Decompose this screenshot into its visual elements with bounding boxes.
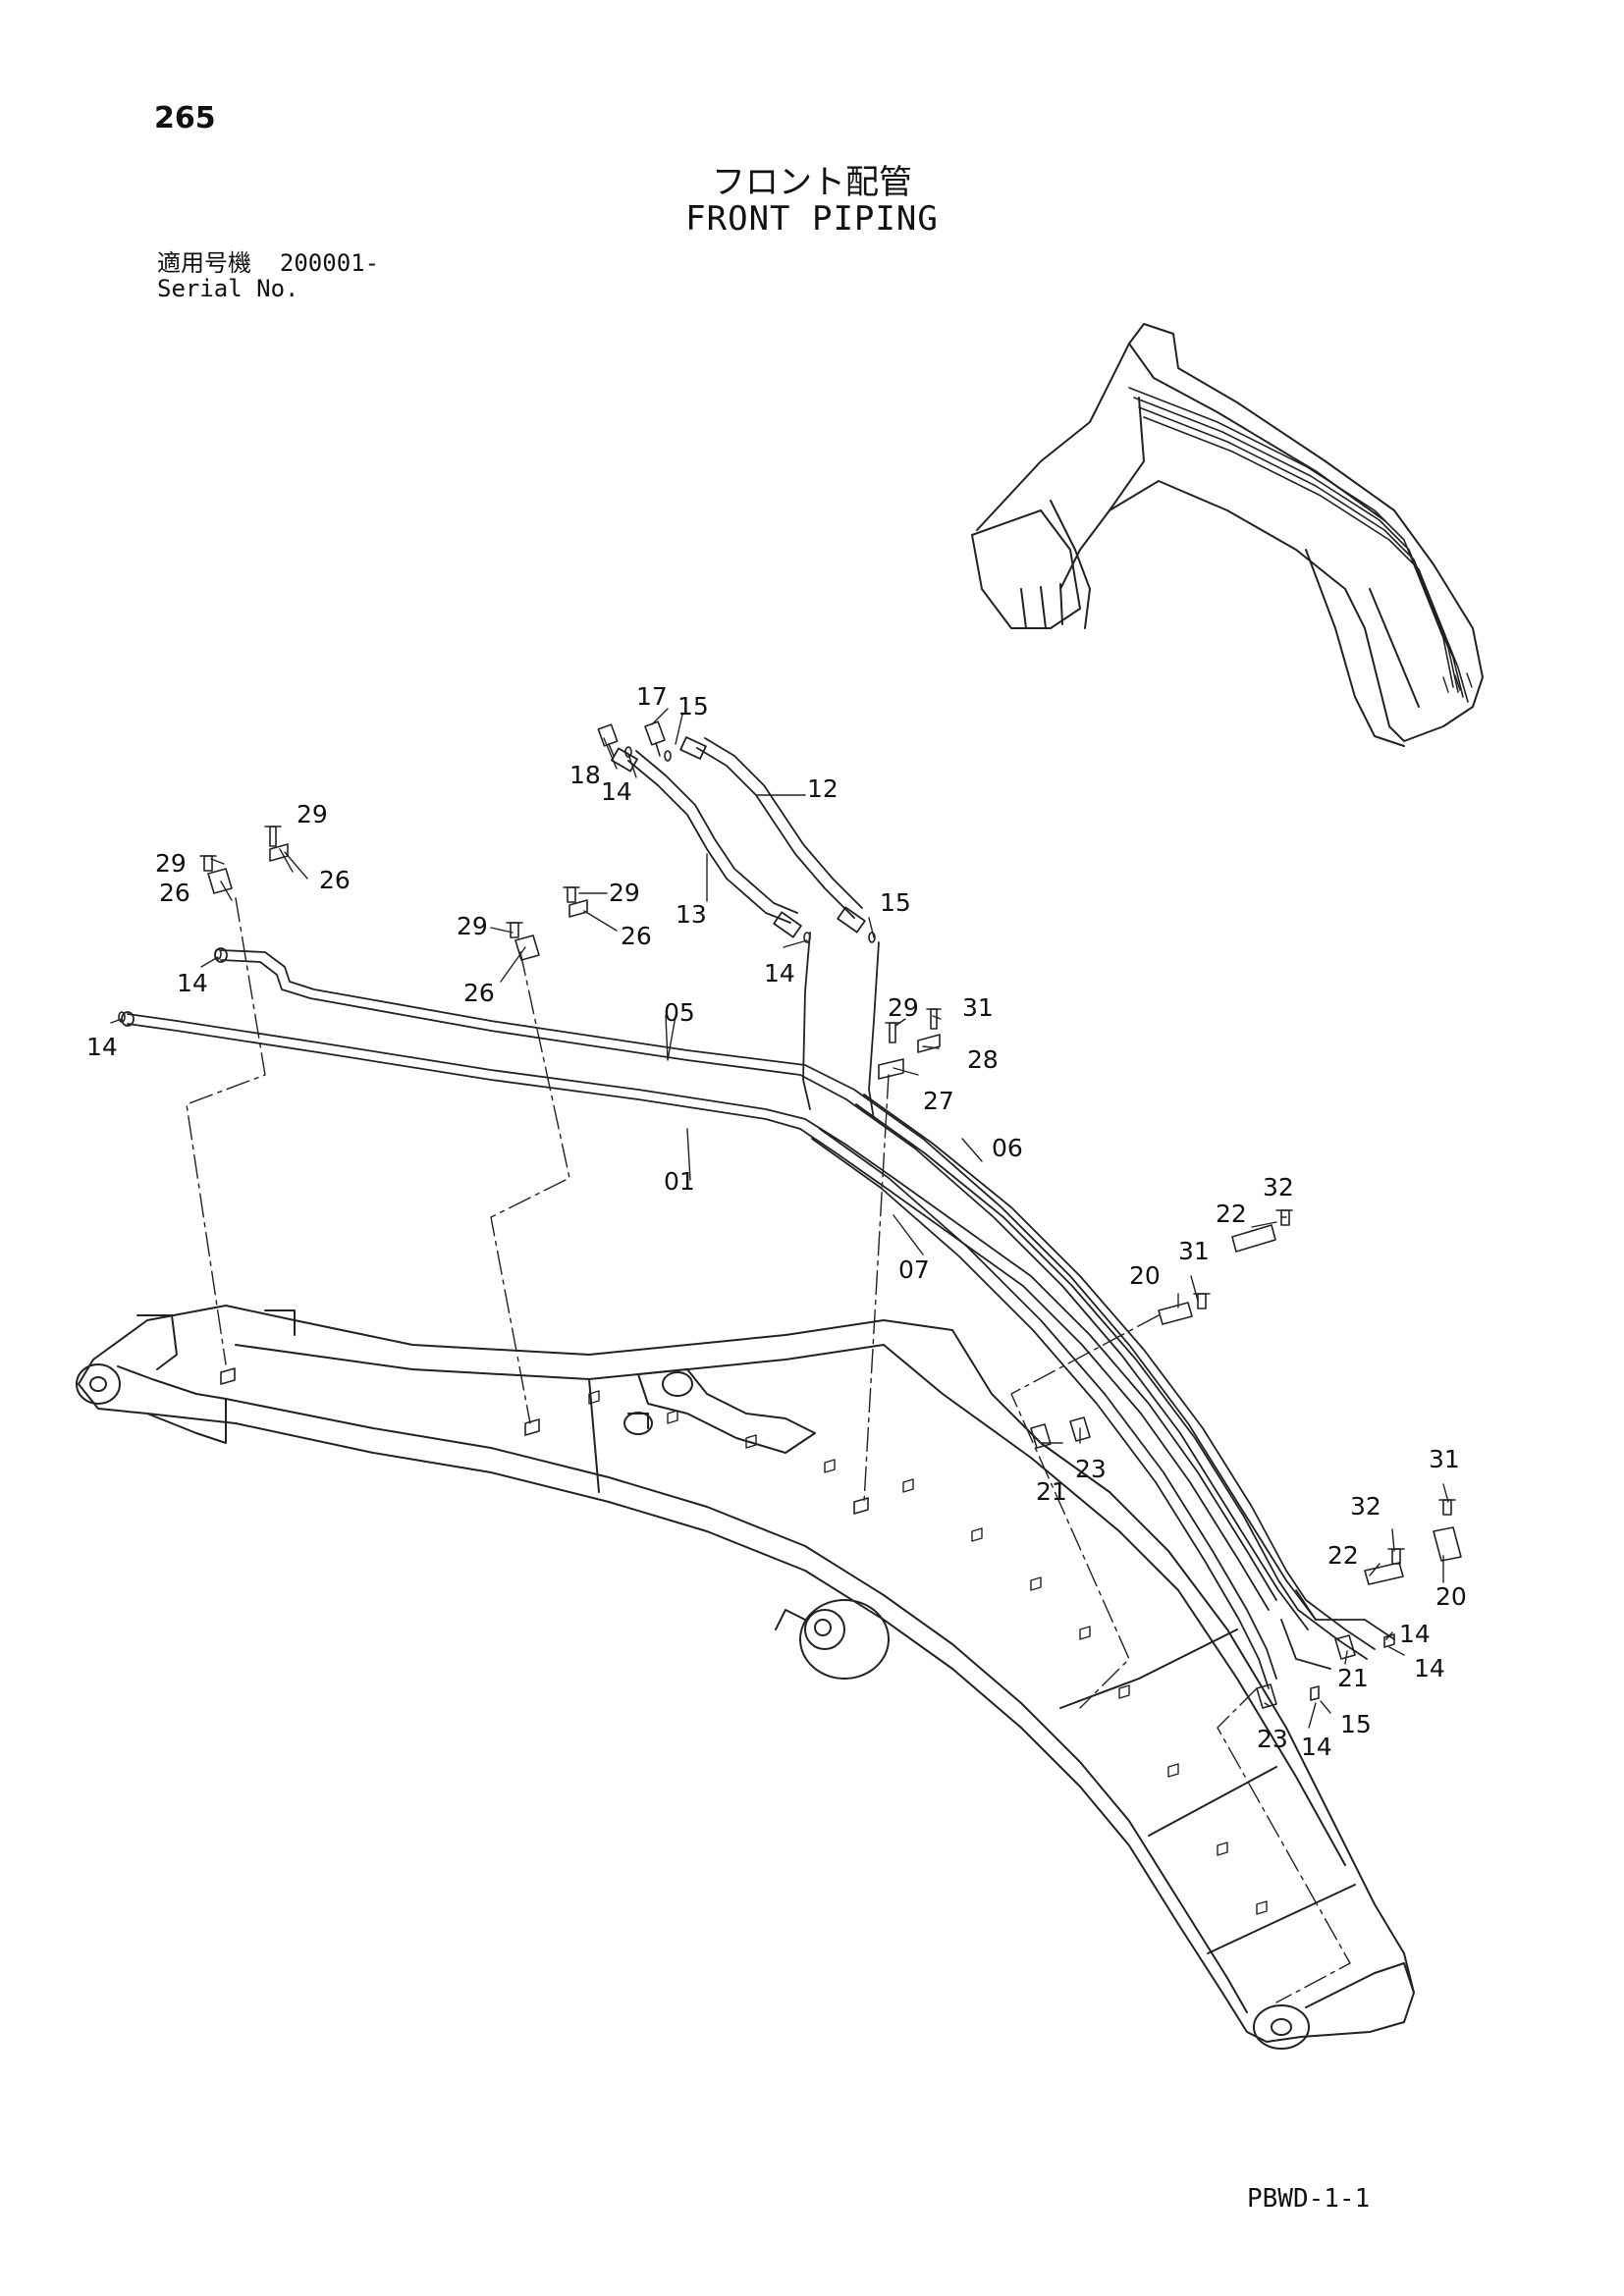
- callout-23: 23: [1257, 1725, 1288, 1753]
- serial-number-block: 適用号機 200001- Serial No.: [157, 250, 379, 301]
- pipe-06-07: [811, 1094, 1395, 1689]
- title-japanese: フロント配管: [712, 163, 912, 202]
- callout-29: 29: [457, 912, 488, 940]
- callout-20: 20: [1129, 1261, 1161, 1290]
- callout-14: 14: [86, 1033, 118, 1061]
- callout-14: 14: [1414, 1654, 1445, 1682]
- serial-row-jp: 適用号機 200001-: [157, 250, 379, 276]
- leader-lines: [110, 708, 1449, 1729]
- callout-29: 29: [609, 879, 640, 907]
- callout-27: 27: [923, 1087, 954, 1115]
- callout-26: 26: [319, 866, 351, 894]
- callout-29: 29: [888, 993, 919, 1022]
- callout-22: 22: [1216, 1200, 1247, 1228]
- callout-14: 14: [601, 777, 632, 806]
- clamps-27-28: [878, 1008, 942, 1080]
- callout-17: 17: [636, 682, 668, 711]
- callout-12: 12: [807, 774, 839, 803]
- callout-14: 14: [764, 959, 795, 988]
- callout-labels: 17 15 18 14 12 29 29 26 26 29 29 26 26 1…: [86, 682, 1467, 1761]
- callout-15: 15: [677, 692, 709, 721]
- callout-32: 32: [1263, 1173, 1294, 1201]
- callout-31: 31: [1178, 1237, 1210, 1265]
- callout-23: 23: [1075, 1455, 1107, 1483]
- callout-21: 21: [1036, 1477, 1067, 1506]
- callout-15: 15: [1340, 1710, 1372, 1738]
- callout-14: 14: [177, 969, 208, 997]
- callout-20: 20: [1435, 1582, 1467, 1611]
- callout-13: 13: [676, 900, 707, 929]
- page-number: 265: [154, 101, 216, 135]
- callout-14: 14: [1301, 1733, 1332, 1761]
- callout-15: 15: [880, 888, 911, 917]
- callout-26: 26: [463, 979, 495, 1007]
- callout-14: 14: [1399, 1620, 1431, 1648]
- fittings: [118, 721, 876, 1023]
- callout-01: 01: [664, 1167, 695, 1196]
- clamps-26-29: [199, 826, 588, 961]
- serial-value: 200001-: [279, 249, 380, 277]
- boom-body: [76, 1305, 1415, 2050]
- callout-05: 05: [664, 998, 695, 1027]
- callout-32: 32: [1350, 1492, 1381, 1521]
- serial-label-jp: 適用号機: [157, 249, 251, 277]
- callout-22: 22: [1327, 1541, 1359, 1570]
- hoses-12-13: [611, 736, 880, 1120]
- callout-29: 29: [297, 800, 328, 828]
- callout-18: 18: [569, 761, 601, 789]
- callout-31: 31: [962, 993, 994, 1022]
- callout-06: 06: [992, 1134, 1023, 1162]
- callout-07: 07: [898, 1255, 930, 1284]
- callout-29: 29: [155, 849, 187, 878]
- callout-21: 21: [1337, 1664, 1369, 1692]
- inset-excavator-overview: [971, 323, 1484, 747]
- serial-label-en: Serial No.: [157, 275, 299, 302]
- callout-31: 31: [1429, 1445, 1460, 1473]
- callout-26: 26: [159, 879, 190, 907]
- title-english: FRONT PIPING: [685, 199, 939, 239]
- document-code: PBWD-1-1: [1247, 2184, 1371, 2214]
- reference-lines: [186, 897, 1351, 2003]
- callout-28: 28: [967, 1045, 999, 1074]
- callout-26: 26: [621, 922, 652, 950]
